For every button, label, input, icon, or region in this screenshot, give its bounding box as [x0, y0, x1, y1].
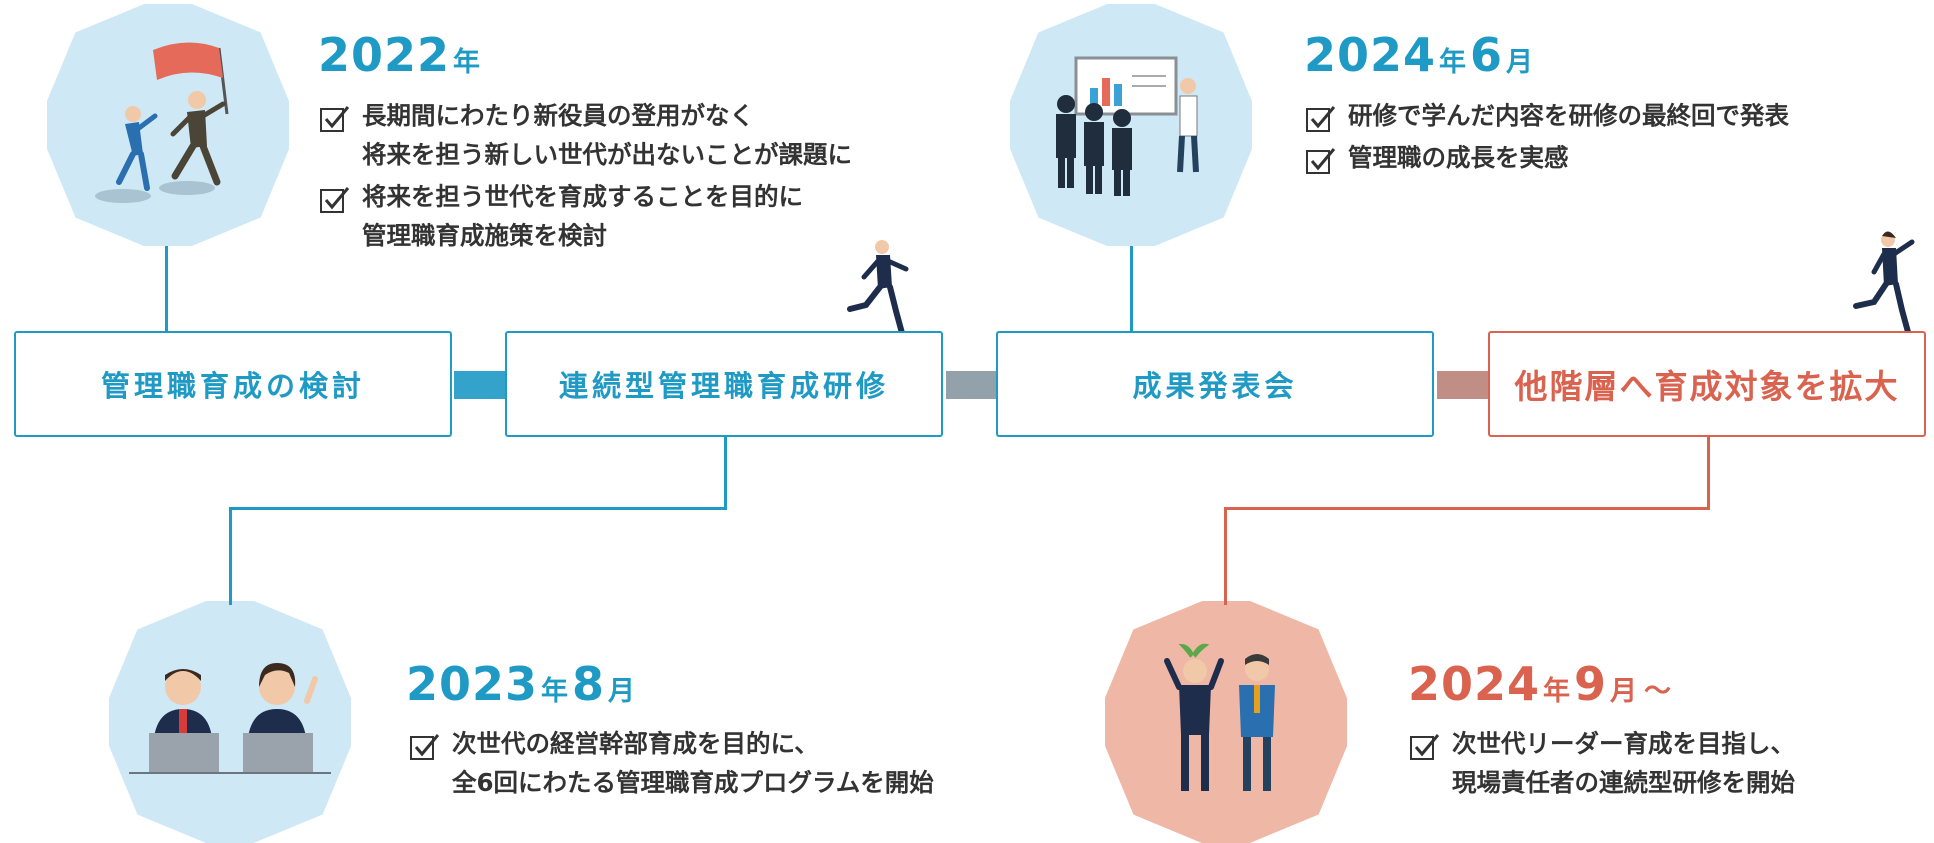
month-number: 6 [1470, 28, 1504, 82]
presentation-icon [1010, 4, 1252, 246]
event-item: 研修で学んだ内容を研修の最終回で発表 [1306, 96, 1789, 135]
item-line: 将来を担う世代を育成することを目的に [362, 182, 803, 211]
range-suffix: ～ [1644, 676, 1672, 707]
month-unit: 月 [608, 676, 636, 707]
event-items-2024-6: 研修で学んだ内容を研修の最終回で発表 管理職の成長を実感 [1306, 96, 1789, 180]
running-man-icon [847, 240, 909, 335]
checkbox-icon [320, 106, 350, 132]
checkbox-icon [1306, 106, 1336, 132]
year-unit: 年 [1439, 47, 1467, 78]
item-line: 研修で学んだ内容を研修の最終回で発表 [1348, 101, 1789, 130]
connector-line-2024-9-c [1224, 507, 1227, 605]
item-line: 将来を担う新しい世代が出ないことが課題に [362, 140, 852, 169]
checkbox-icon [1306, 148, 1336, 174]
connector-line-2022 [165, 246, 168, 331]
event-item: 管理職の成長を実感 [1306, 138, 1789, 177]
box-connector-1 [454, 371, 505, 399]
month-unit: 月 [1610, 676, 1638, 707]
month-unit: 月 [1506, 47, 1534, 78]
connector-line-2023-8-c [229, 507, 232, 605]
item-line: 次世代の経営幹部育成を目的に、 [452, 729, 819, 758]
year-number: 2023 [406, 657, 539, 711]
phase-box-expansion: 他階層へ育成対象を拡大 [1488, 331, 1926, 437]
event-item: 将来を担う世代を育成することを目的に 管理職育成施策を検討 [320, 177, 852, 255]
year-number: 2024 [1304, 28, 1437, 82]
event-items-2023-8: 次世代の経営幹部育成を目的に、 全6回にわたる管理職育成プログラムを開始 [410, 724, 934, 805]
connector-line-2024-6 [1130, 246, 1133, 331]
connector-line-2023-8-a [724, 437, 727, 509]
growing-leaders-icon [1105, 601, 1347, 843]
running-woman-icon [1853, 231, 1915, 334]
month-number: 8 [572, 657, 606, 711]
year-unit: 年 [1543, 676, 1571, 707]
year-number: 2024 [1408, 657, 1541, 711]
item-line: 管理職育成施策を検討 [362, 221, 607, 250]
phase-label: 連続型管理職育成研修 [558, 369, 889, 403]
phase-label: 管理職育成の検討 [100, 369, 365, 403]
running-flag-icon [47, 4, 289, 246]
event-item: 次世代の経営幹部育成を目的に、 全6回にわたる管理職育成プログラムを開始 [410, 724, 934, 802]
box-connector-2 [946, 371, 997, 399]
phase-label: 他階層へ育成対象を拡大 [1514, 367, 1900, 406]
checkbox-icon [320, 187, 350, 213]
phase-box-consideration: 管理職育成の検討 [14, 331, 452, 437]
connector-line-2024-9-b [1224, 507, 1710, 510]
item-line: 管理職の成長を実感 [1348, 143, 1569, 172]
month-number: 9 [1574, 657, 1608, 711]
year-unit: 年 [453, 47, 481, 78]
connector-line-2023-8-b [229, 507, 727, 510]
event-item: 長期間にわたり新役員の登用がなく 将来を担う新しい世代が出ないことが課題に [320, 96, 852, 174]
phase-label: 成果発表会 [1132, 369, 1298, 403]
item-line: 全6回にわたる管理職育成プログラムを開始 [452, 768, 934, 797]
checkbox-icon [410, 734, 440, 760]
office-workers-icon [109, 601, 351, 843]
phase-box-training: 連続型管理職育成研修 [505, 331, 943, 437]
connector-line-2024-9-a [1707, 437, 1710, 509]
item-line: 現場責任者の連続型研修を開始 [1452, 768, 1795, 797]
item-line: 次世代リーダー育成を目指し、 [1452, 729, 1795, 758]
checkbox-icon [1410, 734, 1440, 760]
event-item: 次世代リーダー育成を目指し、 現場責任者の連続型研修を開始 [1410, 724, 1795, 802]
year-number: 2022 [318, 28, 451, 82]
item-line: 長期間にわたり新役員の登用がなく [362, 101, 754, 130]
event-items-2022: 長期間にわたり新役員の登用がなく 将来を担う新しい世代が出ないことが課題に 将来… [320, 96, 852, 258]
phase-box-presentation: 成果発表会 [996, 331, 1434, 437]
event-items-2024-9: 次世代リーダー育成を目指し、 現場責任者の連続型研修を開始 [1410, 724, 1795, 805]
box-connector-3 [1437, 371, 1488, 399]
year-unit: 年 [541, 676, 569, 707]
